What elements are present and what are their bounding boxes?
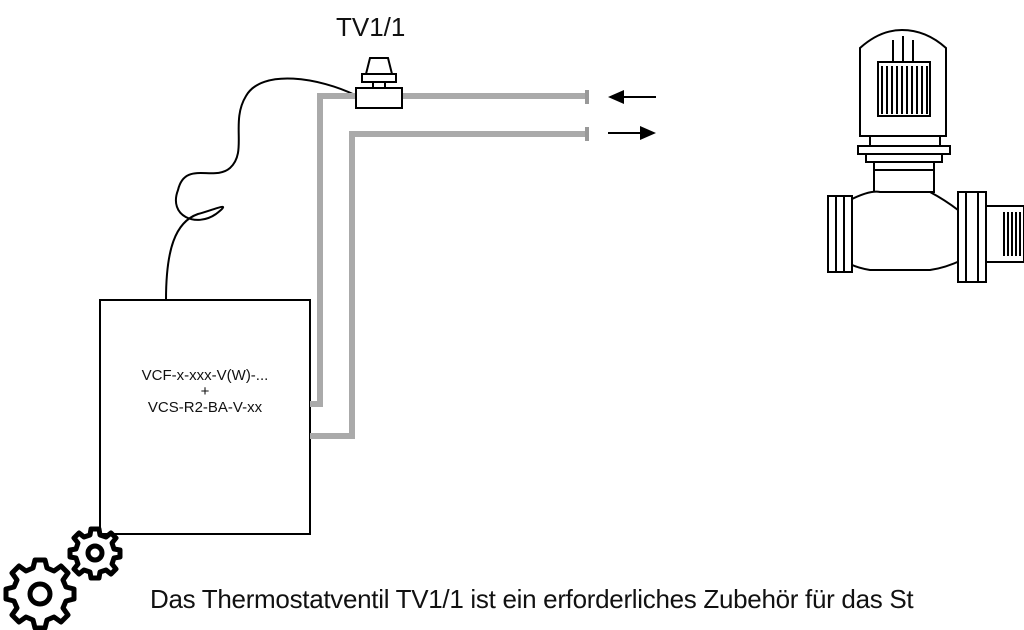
control-unit-box — [99, 299, 311, 535]
gears-icon — [3, 526, 123, 630]
footer-note: Das Thermostatventil TV1/1 ist ein erfor… — [150, 584, 914, 614]
capillary-cable — [165, 77, 356, 301]
valve-label: TV1/1 — [336, 12, 406, 42]
valve-head-icon — [859, 28, 947, 137]
return-pipe — [310, 93, 586, 407]
control-unit-label: VCF-x-xxx-V(W)-... + VCS-R2-BA-V-xx — [100, 368, 310, 416]
return-pipe-end — [585, 90, 589, 104]
flow-pipe-end — [585, 127, 589, 141]
unit-label-line2: + — [200, 383, 210, 400]
unit-label-line1: VCF-x-xxx-V(W)-... — [141, 367, 269, 384]
flow-pipe — [310, 131, 586, 439]
arrow-left-icon — [608, 90, 656, 104]
arrow-right-icon — [608, 126, 656, 140]
small-valve-icon — [355, 57, 403, 109]
thermostatic-valve-icon — [827, 28, 1024, 283]
unit-label-line3: VCS-R2-BA-V-xx — [147, 399, 263, 416]
